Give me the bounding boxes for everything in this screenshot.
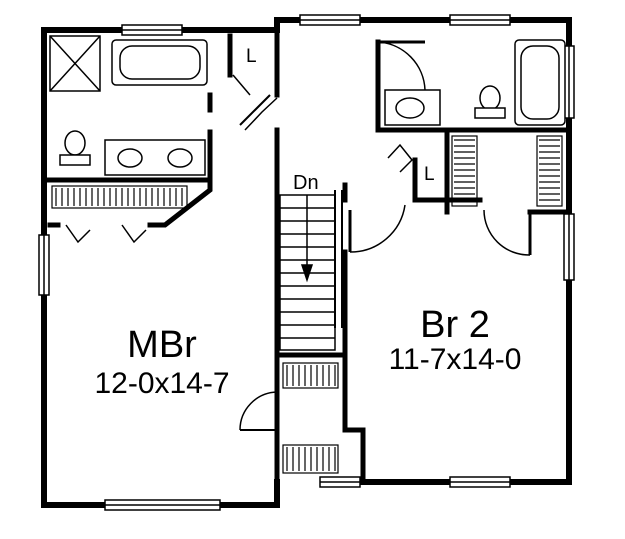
stairs (279, 190, 343, 351)
fixtures (49, 35, 566, 176)
mbr-name: MBr (127, 324, 197, 366)
door-br2-swing (349, 204, 406, 253)
closet-shelving (51, 135, 563, 474)
labels: MBr 12-0x14-7 Br 2 11-7x14-0 Dn L L (94, 46, 521, 400)
linen-closet-label-1: L (246, 46, 257, 67)
door-upper-bath-swing (377, 41, 426, 91)
br2-name: Br 2 (420, 304, 490, 346)
br2-dimensions: 11-7x14-0 (389, 343, 522, 376)
upper-toilet (474, 85, 506, 119)
linen-closet-label-2: L (424, 164, 435, 185)
mbr-dimensions: 12-0x14-7 (94, 367, 229, 400)
master-toilet (59, 130, 91, 166)
doors (65, 40, 532, 431)
door-mbr-swing (239, 391, 278, 431)
door-bath-swing (483, 209, 531, 256)
stair-label: Dn (293, 172, 319, 194)
